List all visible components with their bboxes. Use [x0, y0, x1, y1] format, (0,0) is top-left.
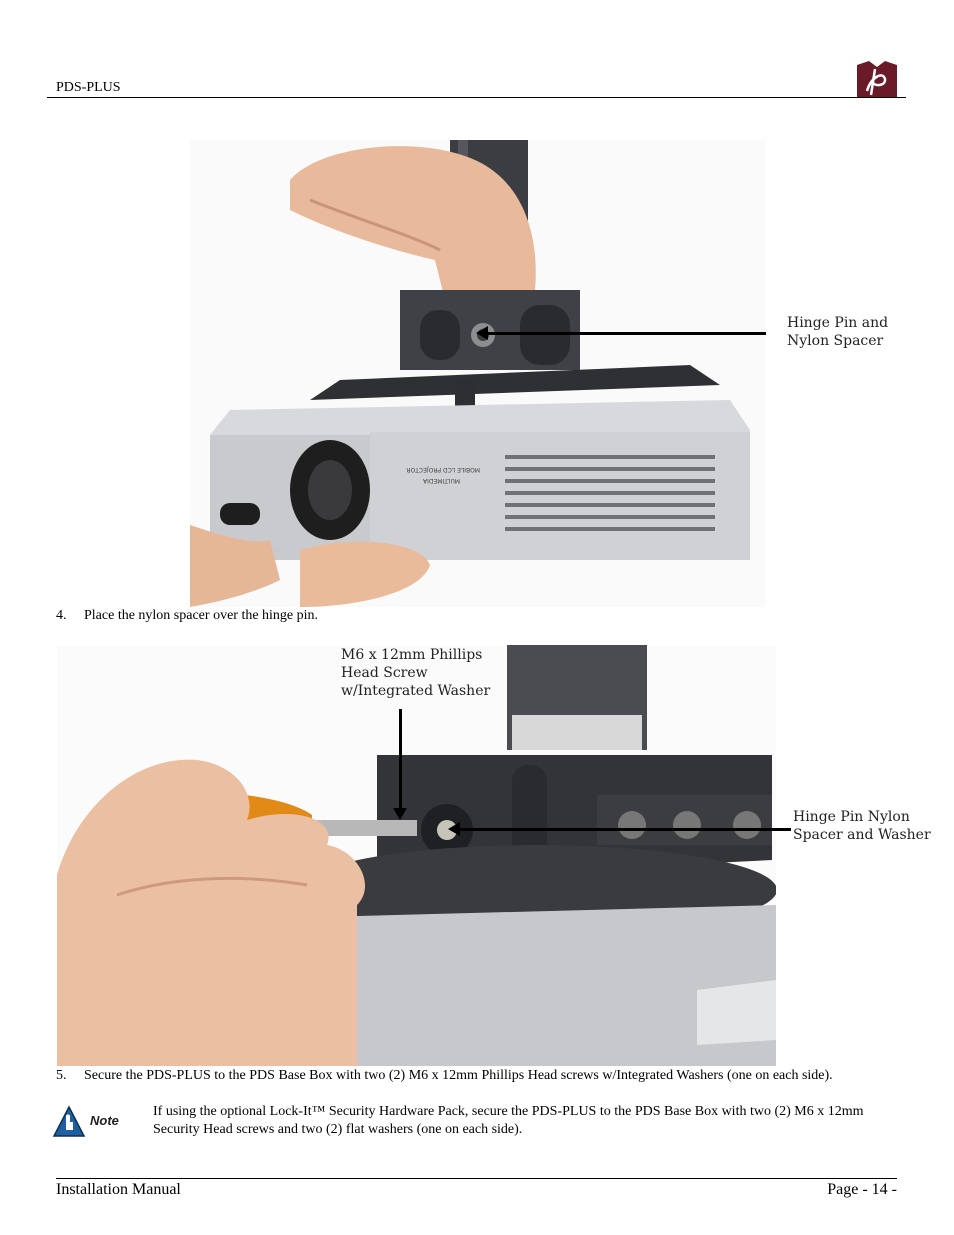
figure-2-photo [57, 645, 776, 1066]
callout-line: M6 x 12mm Phillips [341, 647, 483, 663]
callout-line: Nylon Spacer [787, 333, 884, 349]
projector-brand-2: MOBILE LCD PROJECTOR [406, 466, 480, 473]
pointer-line-screw [399, 709, 402, 809]
callout-line: w/Integrated Washer [341, 683, 491, 699]
header-rule [47, 97, 906, 98]
callout-line: Hinge Pin and [787, 315, 889, 331]
note-pointing-hand-icon [52, 1105, 86, 1139]
step-text: Secure the PDS-PLUS to the PDS Base Box … [84, 1068, 833, 1083]
callout-hinge-pin-spacer: Hinge Pin and Nylon Spacer [787, 314, 937, 350]
footer-rule [56, 1178, 897, 1179]
pointer-line-hinge-1 [486, 332, 766, 335]
figure-1-photo: MULTIMEDIA MOBILE LCD PROJECTOR [190, 140, 765, 607]
footer-document-title: Installation Manual [56, 1181, 181, 1198]
footer-page-number: Page - 14 - [827, 1181, 897, 1198]
company-logo-icon [855, 57, 899, 99]
callout-line: Head Screw [341, 665, 428, 681]
callout-line: Hinge Pin Nylon [793, 809, 910, 825]
step-text: Place the nylon spacer over the hinge pi… [84, 608, 319, 623]
step-4: 4. Place the nylon spacer over the hinge… [56, 607, 896, 627]
note-label: Note [90, 1113, 119, 1128]
callout-hinge-spacer-washer: Hinge Pin Nylon Spacer and Washer [793, 808, 943, 844]
pointer-arrowhead-screw [393, 808, 407, 820]
callout-line: Spacer and Washer [793, 827, 931, 843]
pointer-arrowhead-hinge-1 [476, 326, 488, 340]
step-number: 5. [56, 1068, 67, 1083]
projector-brand-1: MULTIMEDIA [422, 477, 460, 484]
step-5: 5. Secure the PDS-PLUS to the PDS Base B… [56, 1067, 896, 1107]
step-number: 4. [56, 608, 67, 623]
header-title: PDS-PLUS [56, 80, 121, 95]
callout-phillips-screw: M6 x 12mm Phillips Head Screw w/Integrat… [341, 646, 511, 700]
pointer-line-hinge-2 [458, 828, 791, 831]
pointer-arrowhead-hinge-2 [448, 822, 460, 836]
note-text: If using the optional Lock-It™ Security … [153, 1104, 864, 1137]
